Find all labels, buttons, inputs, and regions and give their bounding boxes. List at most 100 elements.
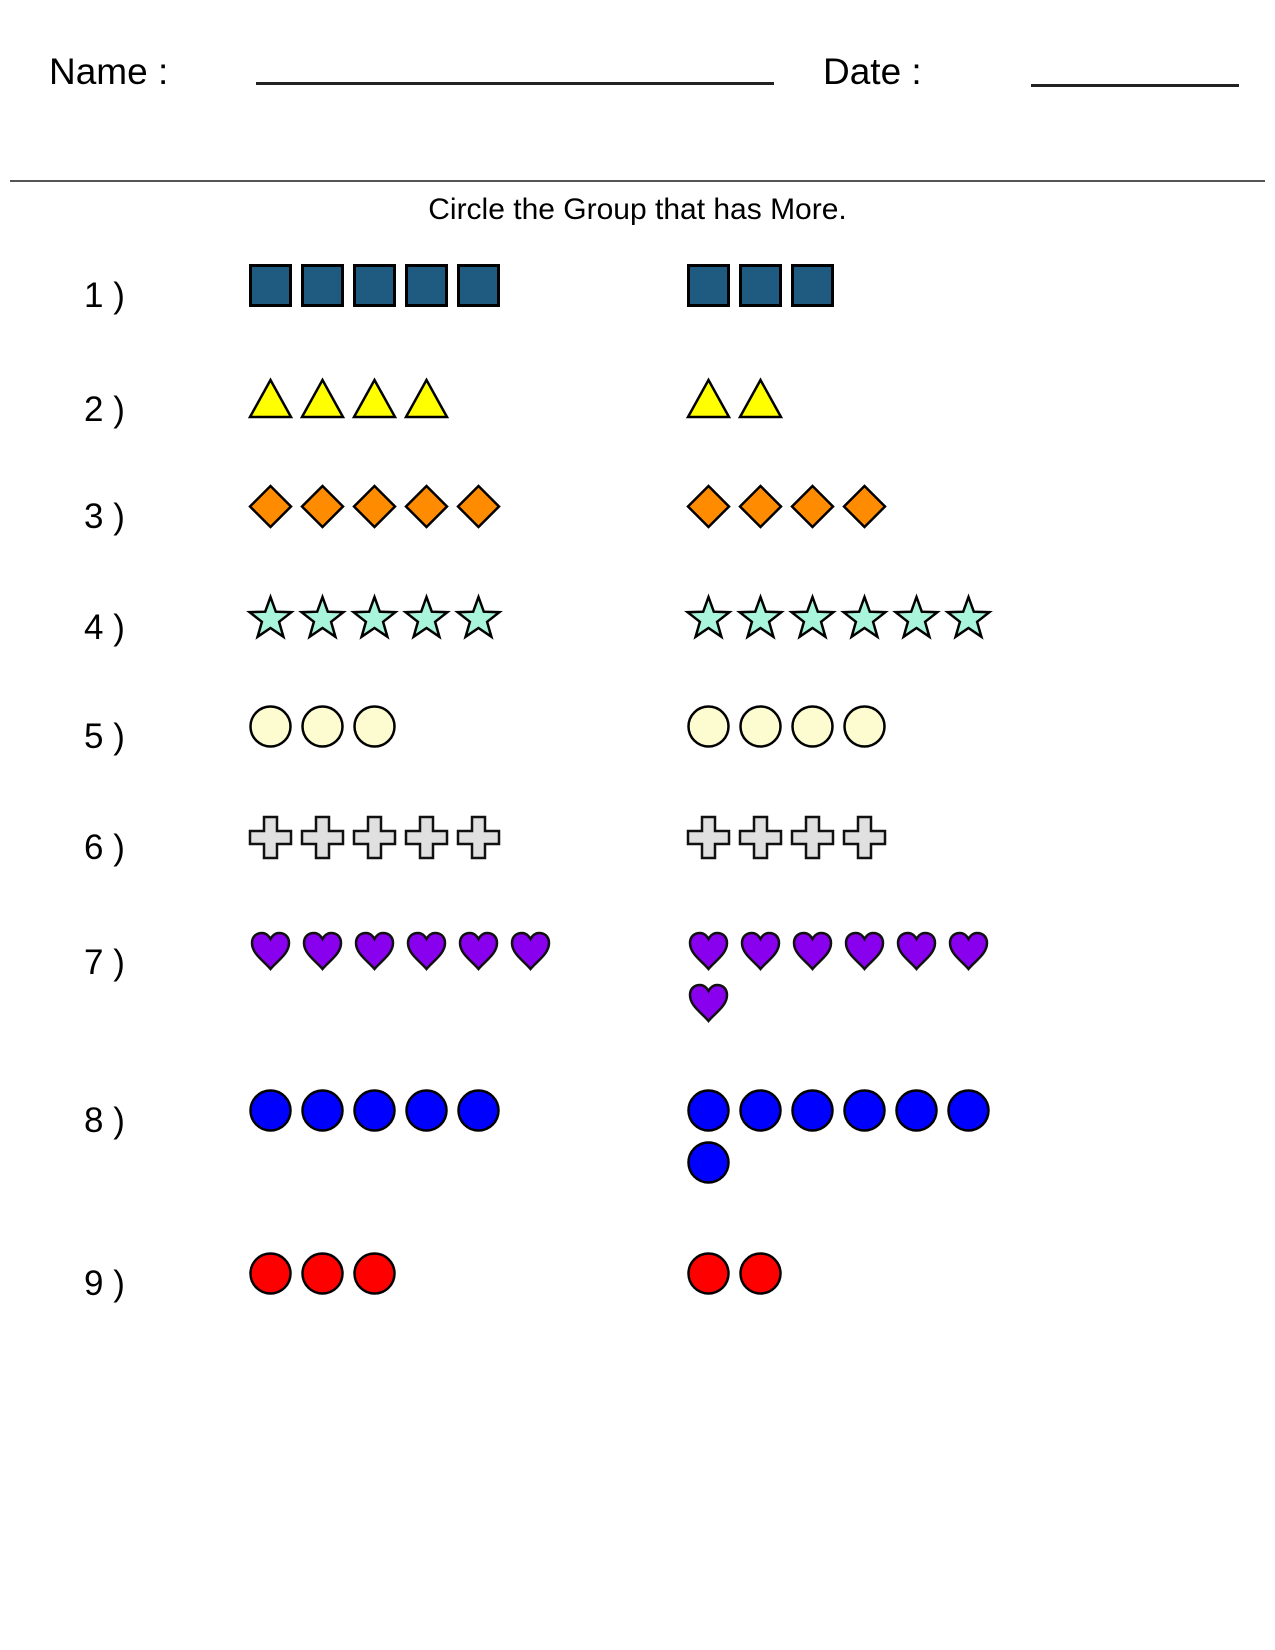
circle-icon: [895, 1089, 938, 1132]
left-group[interactable]: [246, 593, 569, 640]
left-group[interactable]: [249, 931, 569, 974]
question-number: 7 ): [84, 943, 125, 982]
circle-icon: [791, 1089, 834, 1132]
heart-icon: [843, 931, 886, 974]
left-group[interactable]: [248, 815, 569, 860]
heart-icon: [353, 931, 396, 974]
square-icon: [249, 264, 292, 307]
triangle-icon: [351, 377, 398, 421]
square-icon: [301, 264, 344, 307]
cross-icon: [790, 815, 835, 860]
left-group[interactable]: [248, 484, 569, 529]
diamond-icon: [248, 484, 293, 529]
heart-icon: [947, 931, 990, 974]
diamond-icon: [790, 484, 835, 529]
star-icon: [840, 593, 889, 640]
question-number: 6 ): [84, 828, 125, 867]
star-icon: [350, 593, 399, 640]
name-blank-line[interactable]: [256, 82, 774, 85]
left-group[interactable]: [249, 705, 569, 748]
heart-icon: [509, 931, 552, 974]
cross-icon: [842, 815, 887, 860]
right-group[interactable]: [687, 1252, 1007, 1295]
diamond-icon: [456, 484, 501, 529]
question-number: 3 ): [84, 497, 125, 536]
name-label: Name :: [49, 51, 169, 92]
circle-icon: [843, 1089, 886, 1132]
triangle-icon: [685, 377, 732, 421]
circle-icon: [687, 1089, 730, 1132]
star-icon: [246, 593, 295, 640]
heart-icon: [249, 931, 292, 974]
left-group[interactable]: [249, 1089, 569, 1132]
heart-icon: [687, 931, 730, 974]
cross-icon: [352, 815, 397, 860]
left-group[interactable]: [249, 1252, 569, 1295]
heart-icon: [405, 931, 448, 974]
triangle-icon: [299, 377, 346, 421]
instruction-text: Circle the Group that has More.: [428, 193, 847, 226]
question-number: 5 ): [84, 717, 125, 756]
circle-icon: [457, 1089, 500, 1132]
circle-icon: [739, 1089, 782, 1132]
cross-icon: [738, 815, 783, 860]
diamond-icon: [842, 484, 887, 529]
right-group[interactable]: [687, 931, 1007, 1026]
star-icon: [684, 593, 733, 640]
triangle-icon: [403, 377, 450, 421]
diamond-icon: [738, 484, 783, 529]
question-number: 1 ): [84, 276, 125, 315]
circle-icon: [249, 705, 292, 748]
star-icon: [298, 593, 347, 640]
circle-icon: [301, 1252, 344, 1295]
star-icon: [736, 593, 785, 640]
square-icon: [405, 264, 448, 307]
right-group[interactable]: [687, 264, 1007, 307]
question-number: 4 ): [84, 608, 125, 647]
square-icon: [457, 264, 500, 307]
triangle-icon: [737, 377, 784, 421]
heart-icon: [739, 931, 782, 974]
circle-icon: [249, 1089, 292, 1132]
circle-icon: [405, 1089, 448, 1132]
right-group[interactable]: [685, 377, 1007, 421]
heart-icon: [791, 931, 834, 974]
right-group[interactable]: [687, 705, 1007, 748]
cross-icon: [300, 815, 345, 860]
question-number: 9 ): [84, 1264, 125, 1303]
circle-icon: [249, 1252, 292, 1295]
heart-icon: [301, 931, 344, 974]
circle-icon: [843, 705, 886, 748]
diamond-icon: [352, 484, 397, 529]
diamond-icon: [300, 484, 345, 529]
right-group[interactable]: [684, 593, 1007, 640]
right-group[interactable]: [686, 484, 1007, 529]
date-blank-line[interactable]: [1031, 84, 1239, 87]
date-label: Date :: [823, 51, 922, 92]
circle-icon: [301, 705, 344, 748]
star-icon: [788, 593, 837, 640]
circle-icon: [687, 705, 730, 748]
star-icon: [454, 593, 503, 640]
diamond-icon: [686, 484, 731, 529]
circle-icon: [687, 1141, 730, 1184]
circle-icon: [791, 705, 834, 748]
square-icon: [687, 264, 730, 307]
left-group[interactable]: [249, 264, 569, 307]
left-group[interactable]: [247, 377, 569, 421]
square-icon: [353, 264, 396, 307]
cross-icon: [456, 815, 501, 860]
circle-icon: [353, 705, 396, 748]
triangle-icon: [247, 377, 294, 421]
right-group[interactable]: [686, 815, 1007, 860]
header-divider: [10, 180, 1265, 182]
star-icon: [944, 593, 993, 640]
cross-icon: [686, 815, 731, 860]
star-icon: [892, 593, 941, 640]
circle-icon: [739, 1252, 782, 1295]
square-icon: [739, 264, 782, 307]
right-group[interactable]: [687, 1089, 1007, 1184]
heart-icon: [457, 931, 500, 974]
cross-icon: [248, 815, 293, 860]
circle-icon: [947, 1089, 990, 1132]
